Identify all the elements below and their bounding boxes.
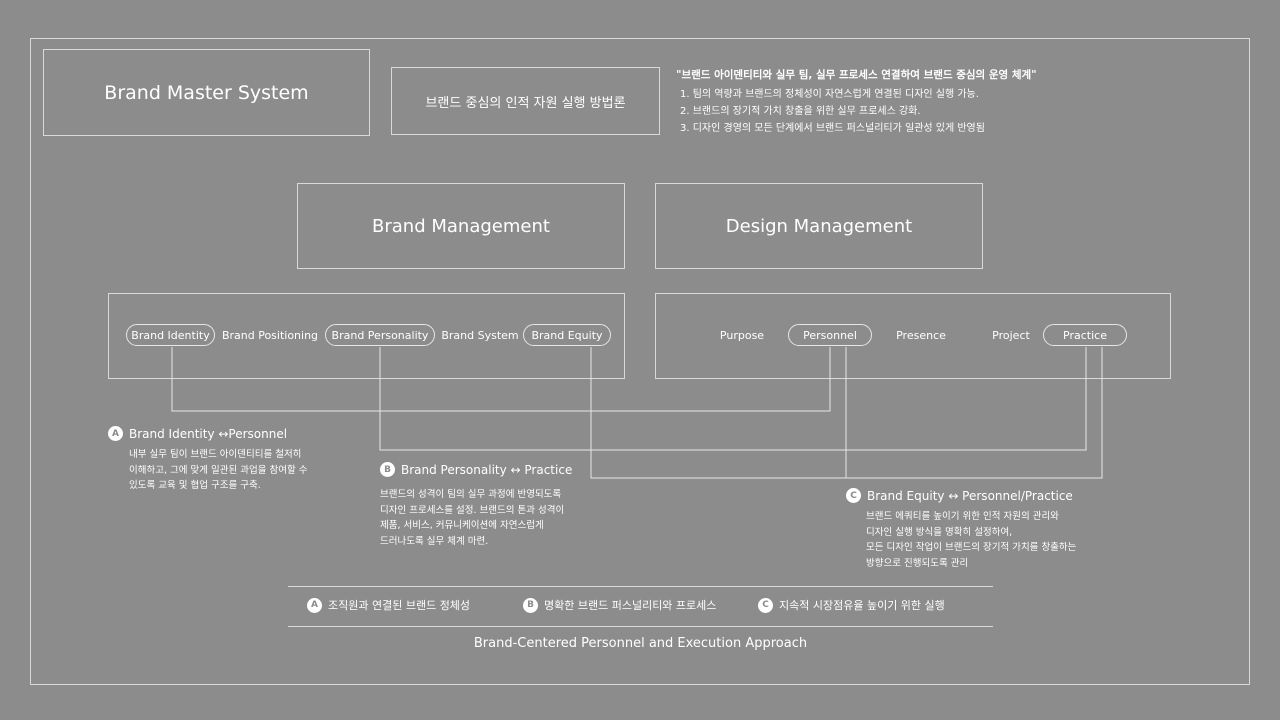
item-brand-positioning: Brand Positioning xyxy=(220,324,320,346)
outer-frame xyxy=(30,38,1250,685)
quote-item: 3. 디자인 경영의 모든 단계에서 브랜드 퍼스널리티가 일관성 있게 반영됨 xyxy=(680,123,985,134)
quote-list: 1. 팀의 역량과 브랜드의 정체성이 자연스럽게 연결된 디자인 실행 가능.… xyxy=(680,86,985,137)
summary-item-c: C 지속적 시장점유율 높이기 위한 실행 xyxy=(758,597,945,613)
item-personnel-label: Personnel xyxy=(803,328,857,342)
desc-line: 제품, 서비스, 커뮤니케이션에 자연스럽게 xyxy=(380,520,544,531)
link-b-heading: B Brand Personality ↔ Practice xyxy=(380,462,572,477)
desc-line: 브랜드의 성격이 팀의 실무 과정에 반영되도록 xyxy=(380,489,562,500)
badge-b: B xyxy=(380,462,395,477)
summary-item-a: A 조직원과 연결된 브랜드 정체성 xyxy=(307,597,470,613)
item-brand-equity-label: Brand Equity xyxy=(531,328,603,342)
link-c-description: 브랜드 에쿼티를 높이기 위한 인적 자원의 관리와 디자인 실행 방식을 명확… xyxy=(866,509,1076,571)
item-project: Project xyxy=(985,324,1037,346)
badge-c: C xyxy=(846,488,861,503)
item-brand-system-label: Brand System xyxy=(441,328,519,342)
item-brand-identity: Brand Identity xyxy=(126,324,215,346)
link-c-heading: C Brand Equity ↔ Personnel/Practice xyxy=(846,488,1073,503)
item-practice: Practice xyxy=(1043,324,1127,346)
quote-item: 1. 팀의 역량과 브랜드의 정체성이 자연스럽게 연결된 디자인 실행 가능. xyxy=(680,89,979,100)
brand-management-items-box xyxy=(108,293,625,379)
badge-a: A xyxy=(108,426,123,441)
item-brand-identity-label: Brand Identity xyxy=(131,328,210,342)
item-brand-personality-label: Brand Personality xyxy=(331,328,429,342)
quote-title: "브랜드 아이덴티티와 실무 팀, 실무 프로세스 연결하여 브랜드 중심의 운… xyxy=(676,69,1037,81)
link-a-heading: A Brand Identity ↔Personnel xyxy=(108,426,287,441)
item-practice-label: Practice xyxy=(1063,328,1107,342)
connector-b xyxy=(379,347,1087,451)
link-b-title: Brand Personality ↔ Practice xyxy=(401,462,573,477)
summary-text: 조직원과 연결된 브랜드 정체성 xyxy=(328,599,471,612)
system-title-box: Brand Master System xyxy=(43,49,370,136)
link-c-title: Brand Equity ↔ Personnel/Practice xyxy=(867,488,1073,503)
desc-line: 방향으로 진행되도록 관리 xyxy=(866,557,969,569)
summary-text: 지속적 시장점유율 높이기 위한 실행 xyxy=(779,599,945,612)
system-title: Brand Master System xyxy=(104,81,309,104)
link-a-title: Brand Identity ↔Personnel xyxy=(129,426,288,441)
badge-a: A xyxy=(307,597,322,613)
item-personnel: Personnel xyxy=(788,324,872,346)
summary-item-b: B 명확한 브랜드 퍼스널리티와 프로세스 xyxy=(523,597,716,613)
item-brand-positioning-label: Brand Positioning xyxy=(221,328,319,342)
badge-c: C xyxy=(758,597,773,613)
desc-line: 모든 디자인 작업이 브랜드의 장기적 가치를 창출하는 xyxy=(866,542,1077,553)
item-purpose-label: Purpose xyxy=(719,328,765,342)
summary-text: 명확한 브랜드 퍼스널리티와 프로세스 xyxy=(544,599,717,612)
item-brand-personality: Brand Personality xyxy=(325,324,435,346)
item-purpose: Purpose xyxy=(712,324,772,346)
desc-line: 있도록 교육 및 협업 구조를 구축. xyxy=(129,480,261,491)
badge-b: B xyxy=(523,597,538,613)
link-a-description: 내부 실무 팀이 브랜드 아이덴티티를 철저히 이해하고, 그에 맞게 일관된 … xyxy=(129,447,307,494)
link-b-description: 브랜드의 성격이 팀의 실무 과정에 반영되도록 디자인 프로세스를 설정. 브… xyxy=(380,487,564,549)
connector-a xyxy=(171,347,831,412)
item-brand-equity: Brand Equity xyxy=(523,324,611,346)
quote-item: 2. 브랜드의 장기적 가치 창출을 위한 실무 프로세스 강화. xyxy=(680,106,921,117)
desc-line: 디자인 프로세스를 설정. 브랜드의 톤과 성격이 xyxy=(380,504,565,516)
item-brand-system: Brand System xyxy=(440,324,520,346)
design-management-box: Design Management xyxy=(655,183,983,269)
summary-top-rule xyxy=(288,586,993,587)
item-presence-label: Presence xyxy=(896,328,946,342)
subtitle-box: 브랜드 중심의 인적 자원 실행 방법론 xyxy=(391,67,660,135)
desc-line: 내부 실무 팀이 브랜드 아이덴티티를 철저히 xyxy=(129,449,302,460)
design-management-items-box xyxy=(655,293,1171,379)
item-project-label: Project xyxy=(992,328,1030,342)
subtitle: 브랜드 중심의 인적 자원 실행 방법론 xyxy=(425,95,626,111)
desc-line: 드러나도록 실무 체계 마련. xyxy=(380,535,489,547)
brand-management-title: Brand Management xyxy=(372,215,550,237)
brand-management-box: Brand Management xyxy=(297,183,625,269)
desc-line: 디자인 실행 방식을 명확히 설정하여, xyxy=(866,526,1013,538)
summary-bottom-rule xyxy=(288,626,993,627)
bottom-title: Brand-Centered Personnel and Execution A… xyxy=(473,636,808,651)
desc-line: 이해하고, 그에 맞게 일관된 과업을 참여할 수 xyxy=(129,464,308,476)
item-presence: Presence xyxy=(890,324,952,346)
desc-line: 브랜드 에쿼티를 높이기 위한 인적 자원의 관리와 xyxy=(866,511,1059,522)
design-management-title: Design Management xyxy=(725,215,913,237)
